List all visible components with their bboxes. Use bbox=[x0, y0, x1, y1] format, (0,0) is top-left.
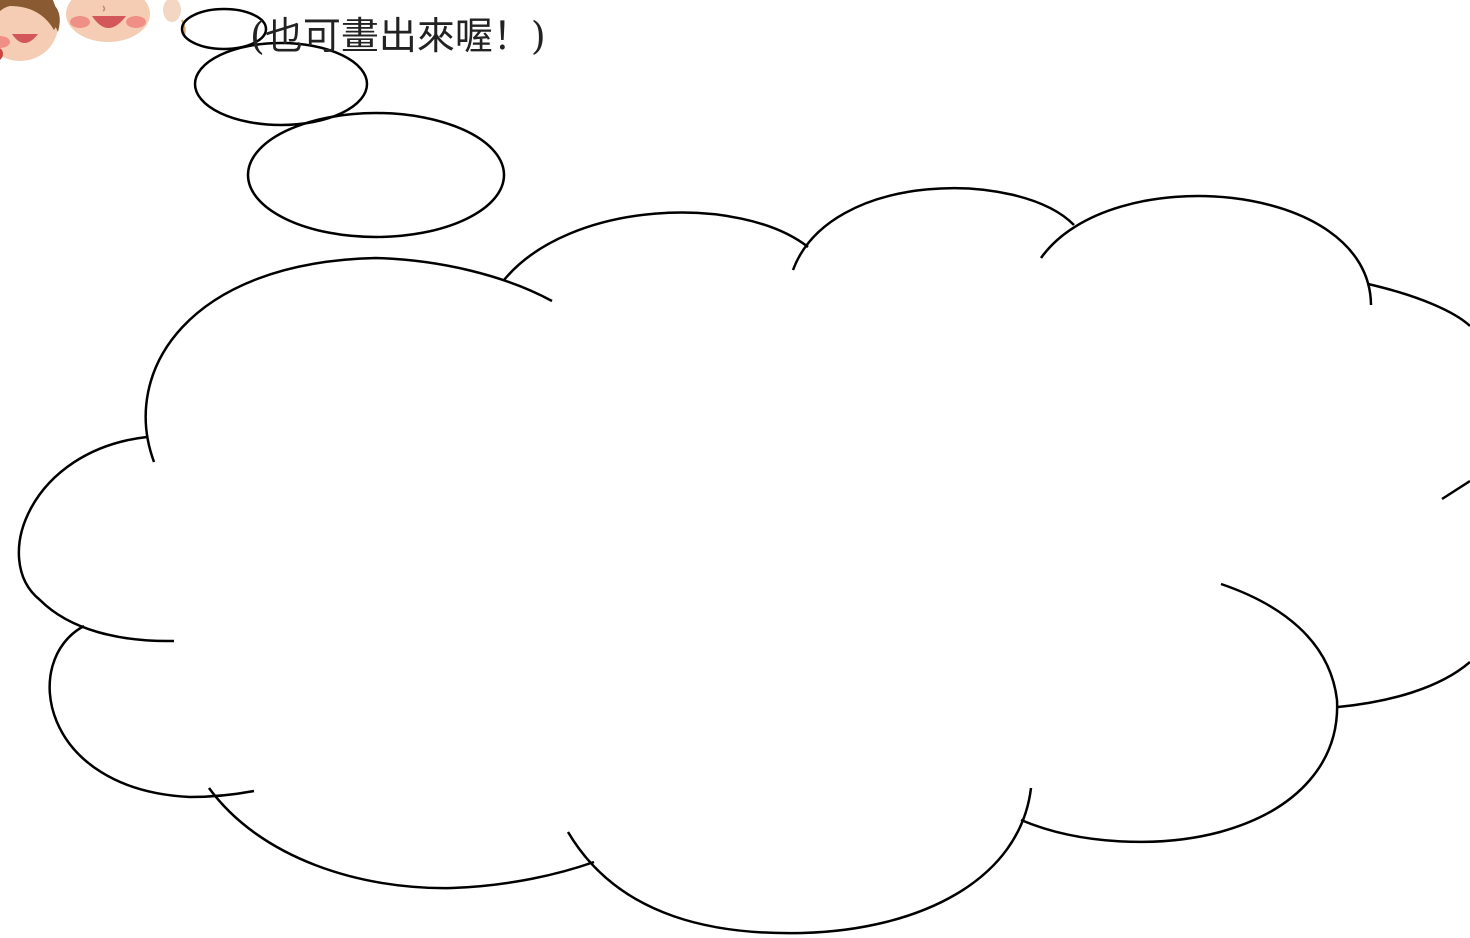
cloud-lobe-top-left bbox=[144, 256, 553, 463]
cloud-lobe-bottom-left bbox=[48, 624, 255, 799]
kid-face-left bbox=[0, 0, 60, 61]
thought-bubble-small bbox=[180, 7, 268, 51]
drawing-hint-text: (也可畫出來喔！) bbox=[250, 14, 546, 58]
cloud-drawing-space bbox=[8, 187, 1470, 935]
cloud-lobe-top-right bbox=[1039, 194, 1373, 306]
thought-bubble-large bbox=[246, 111, 506, 239]
cloud-lobe-bottom-right bbox=[1020, 582, 1339, 844]
cloud-lobe-bottom-center bbox=[566, 787, 1033, 935]
cloud-lobe-left bbox=[17, 435, 175, 643]
kids-illustration bbox=[0, 0, 186, 61]
cloud-lobe-right bbox=[1367, 282, 1470, 327]
thought-bubble-medium bbox=[193, 41, 369, 127]
thought-bubbles bbox=[180, 7, 506, 239]
kid-face-middle bbox=[66, 0, 150, 42]
cloud-lobe-bottom-middle-left bbox=[207, 787, 595, 890]
cloud-lobe-top-middle bbox=[503, 211, 809, 281]
cloud-lobe-top-center bbox=[791, 187, 1075, 271]
cloud-lobe-right-edge bbox=[1441, 479, 1470, 501]
cloud-lobe-right-lower bbox=[1337, 661, 1470, 709]
